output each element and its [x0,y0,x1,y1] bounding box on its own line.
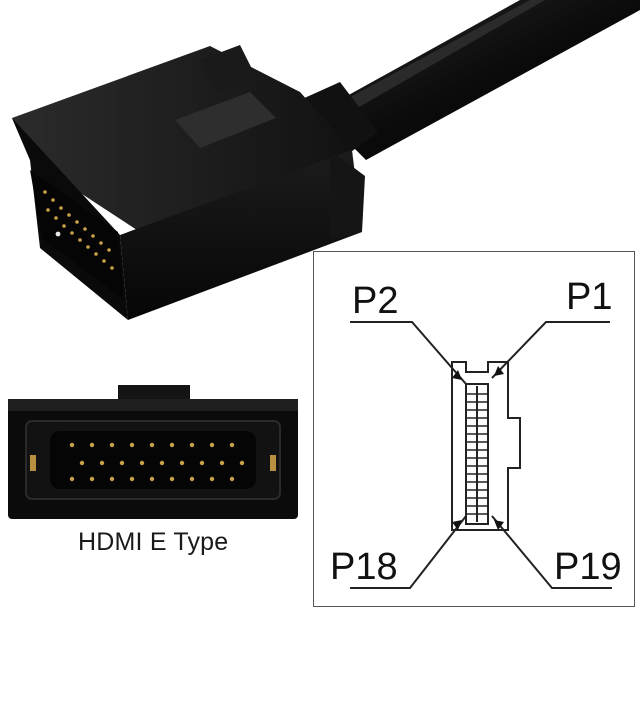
cable [318,0,640,160]
connector-outline [451,361,521,531]
pinout-diagram [350,321,612,589]
p2-leader [350,321,467,385]
pin-label-p1: P1 [566,276,613,318]
p1-leader [491,321,610,379]
connector-caption: HDMI E Type [78,528,229,556]
pin-label-p2: P2 [352,280,399,322]
p1-arrow [494,366,504,376]
p2-arrow [452,370,462,380]
connector-face-photo [8,385,298,519]
p18-arrow [452,520,462,530]
pin-label-p19: P19 [554,546,622,588]
connector-side-photo [12,0,640,320]
connector-body-top [12,46,352,232]
contact-area [30,170,124,300]
p19-arrow [494,520,504,530]
strain-relief [300,82,378,160]
p18-leader [350,515,467,589]
p19-leader [491,515,612,589]
pin-label-p18: P18 [330,546,398,588]
